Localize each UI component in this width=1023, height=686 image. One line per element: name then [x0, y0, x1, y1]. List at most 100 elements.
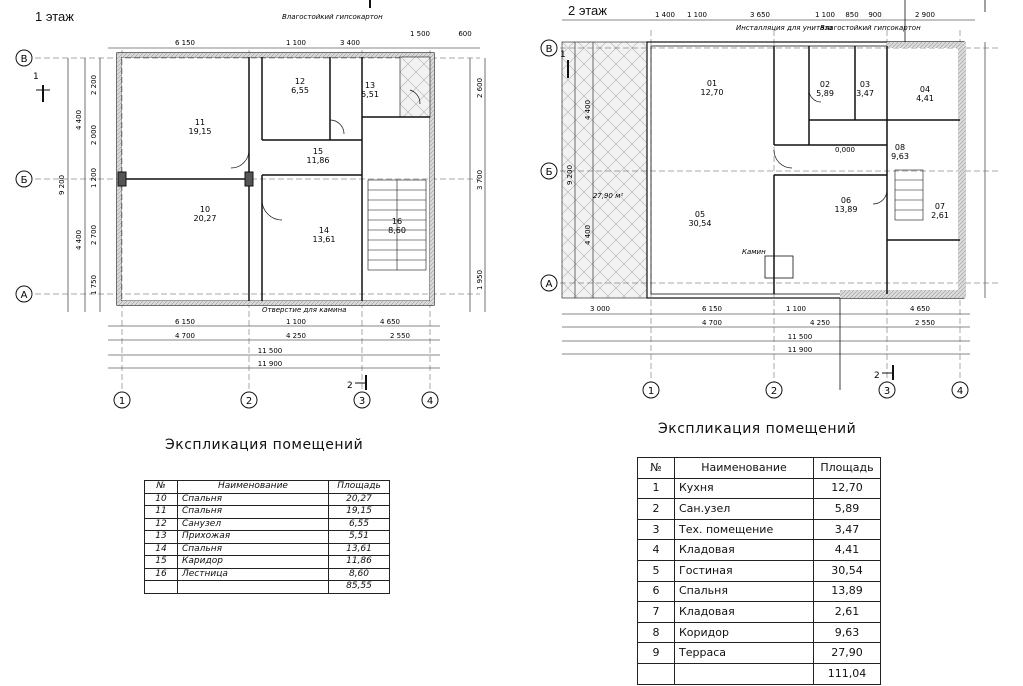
- cell-name: Тех. помещение: [674, 518, 814, 541]
- cell-area: 30,54: [813, 559, 881, 582]
- cell-name: Гостиная: [674, 559, 814, 582]
- f2-dim-left-a: 4 400: [584, 100, 592, 120]
- cell-area: 8,60: [328, 567, 390, 581]
- f2-dim-bot5: 4 700: [702, 319, 722, 327]
- f1-dim-right3: 1 950: [476, 270, 484, 290]
- f1-axis-col-2: 2: [246, 396, 252, 407]
- f1-axis-col-4: 4: [427, 396, 433, 407]
- cell-name: Каридор: [177, 555, 329, 569]
- f2-axis-row-a: А: [546, 279, 553, 290]
- cell-area: 9,63: [813, 621, 881, 644]
- cell-name: Кухня: [674, 477, 814, 500]
- f2-dim-top3: 3 650: [750, 11, 770, 19]
- f1-dim-bot3: 4 650: [380, 318, 400, 326]
- cell-no: 8: [637, 621, 675, 644]
- f2-dim-top2: 1 100: [687, 11, 707, 19]
- cell-area: 27,90: [813, 642, 881, 664]
- f1-section-1: 1: [33, 72, 39, 82]
- f2-room-02-area: 5,89: [816, 89, 834, 98]
- f2-room-04-area: 4,41: [916, 94, 934, 103]
- f2-dim-bot1: 3 000: [590, 305, 610, 313]
- f2-dim-top5: 850: [845, 11, 858, 19]
- f2-room-03-area: 3,47: [856, 89, 874, 98]
- f2-section-2: 2: [874, 371, 880, 381]
- f1-dim-top3: 3 400: [340, 39, 360, 47]
- cell-area: 12,70: [813, 477, 881, 500]
- cell-no: 3: [637, 518, 675, 541]
- cell-area: 4,41: [813, 539, 881, 561]
- f1-axis-col-1: 1: [119, 396, 125, 407]
- cell-total: 111,04: [813, 662, 881, 685]
- f2-dim-total-inner: 11 500: [788, 333, 813, 341]
- f2-dim-top1: 1 400: [655, 11, 675, 19]
- f2-room-06-no: 06: [841, 196, 851, 205]
- col-area: Площадь: [813, 457, 881, 479]
- f2-dim-total-outer: 11 900: [788, 346, 813, 354]
- cell-area: 19,15: [328, 505, 390, 519]
- cell-area: 13,61: [328, 542, 390, 556]
- f1-dim-left4: 2 700: [90, 225, 98, 245]
- f2-room-08-area: 9,63: [891, 152, 909, 161]
- cell-no: 9: [637, 642, 675, 664]
- floor2-title: 2 этаж: [568, 3, 607, 18]
- cell-no: 15: [144, 555, 178, 569]
- f1-room-16-area: 8,60: [388, 226, 406, 235]
- cell-area: 5,51: [328, 530, 390, 544]
- f2-dim-top4: 1 100: [815, 11, 835, 19]
- f1-dim-left5: 1 750: [90, 275, 98, 295]
- f2-note-gypsum: Влагостойкий гипсокартон: [820, 24, 921, 32]
- f1-axis-col-3: 3: [359, 396, 365, 407]
- f2-dim-top6: 900: [868, 11, 881, 19]
- f1-dim-top2: 1 100: [286, 39, 306, 47]
- table-total-row: 111,04: [637, 662, 881, 685]
- f1-room-13-no: 13: [365, 81, 375, 90]
- floor1-title: 1 этаж: [35, 9, 74, 24]
- f1-dim-left-b: 4 400: [75, 230, 83, 250]
- floor1-table-title: Экспликация помещений: [165, 437, 364, 453]
- f2-level-mark: 0,000: [835, 146, 855, 154]
- f2-axis-col-3: 3: [884, 386, 890, 397]
- table-total-row: 85,55: [144, 580, 390, 594]
- cell-name: Кладовая: [674, 539, 814, 561]
- f2-room-01-no: 01: [707, 79, 717, 88]
- cell-empty: [144, 580, 178, 594]
- f1-room-15-no: 15: [313, 147, 323, 156]
- f2-dim-left-b: 4 400: [584, 225, 592, 245]
- f1-dim-left3: 1 200: [90, 168, 98, 188]
- f1-dim-right1: 2 600: [476, 78, 484, 98]
- cell-no: 12: [144, 517, 178, 531]
- f1-dim-top5: 600: [458, 30, 471, 38]
- f1-room-12-area: 6,55: [291, 86, 309, 95]
- cell-no: 11: [144, 505, 178, 519]
- floor2-plan: [560, 0, 1000, 390]
- cell-no: 5: [637, 559, 675, 582]
- f1-dim-bot2: 1 100: [286, 318, 306, 326]
- floor2-table-title: Экспликация помещений: [658, 421, 857, 437]
- cell-no: 4: [637, 539, 675, 561]
- f2-axis-col-4: 4: [957, 386, 963, 397]
- f2-dim-bot2: 6 150: [702, 305, 722, 313]
- f1-dim-total-outer: 11 900: [258, 360, 283, 368]
- col-no: №: [637, 457, 675, 479]
- cell-empty: [674, 662, 814, 685]
- cell-area: 3,47: [813, 518, 881, 541]
- floor1-stairs: [367, 179, 427, 271]
- f1-room-11-area: 19,15: [189, 127, 212, 136]
- cell-no: 6: [637, 580, 675, 603]
- f1-dim-bot4: 4 700: [175, 332, 195, 340]
- f2-axis-col-2: 2: [771, 386, 777, 397]
- cell-name: Кладовая: [674, 601, 814, 623]
- f1-section-2: 2: [347, 381, 353, 391]
- cell-area: 20,27: [328, 492, 390, 506]
- col-name: Наименование: [177, 480, 329, 494]
- f1-dim-bot1: 6 150: [175, 318, 195, 326]
